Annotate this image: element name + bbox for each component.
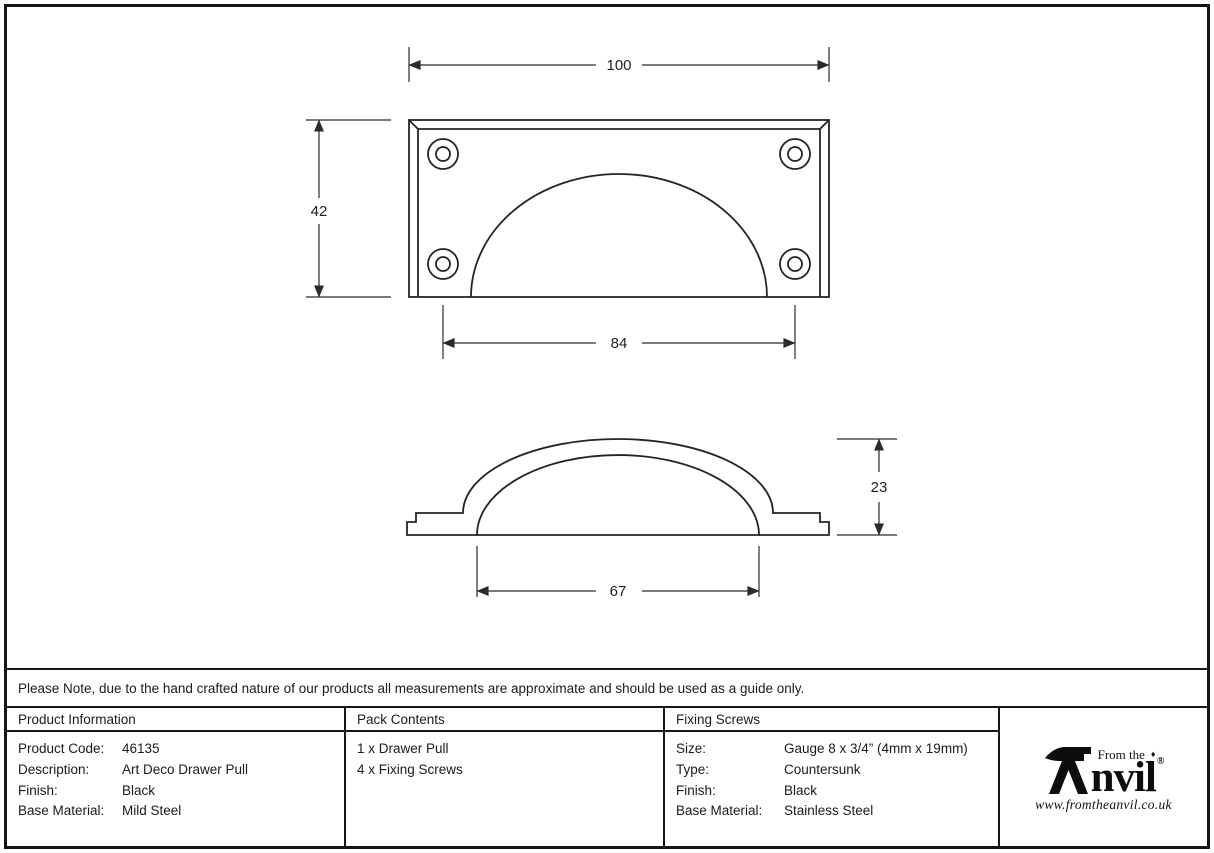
field-label: Type: [676, 761, 710, 777]
list-item: 4 x Fixing Screws [357, 761, 463, 777]
table-row: Size: Gauge 8 x 3/4” (4mm x 19mm) [676, 739, 998, 760]
field-label: Size: [676, 741, 707, 756]
field-label: Base Material: [676, 803, 763, 819]
diamond-icon: ♦ [1150, 749, 1156, 760]
note-text: Please Note, due to the hand crafted nat… [18, 680, 805, 696]
pack-contents-body: 1 x Drawer Pull 4 x Fixing Screws [346, 732, 663, 781]
field-label: Finish: [18, 782, 58, 798]
dim-label-cup-width: 67 [610, 583, 627, 600]
info-table: Product Information Product Code: 46135 … [7, 708, 1207, 846]
brand-column: From the ♦ nvil® www.fromtheanvil.co.uk [1000, 708, 1207, 846]
info-section: Please Note, due to the hand crafted nat… [7, 668, 1207, 846]
table-row: Finish: Black [18, 781, 344, 802]
dim-label-screw-spacing: 84 [611, 335, 628, 352]
dimension-projection: 23 [837, 438, 897, 536]
screw-holes [427, 138, 811, 280]
dimension-screw-spacing: 84 [442, 305, 796, 359]
field-value: Art Deco Drawer Pull [122, 761, 249, 777]
field-label: Description: [18, 761, 90, 777]
table-row: Base Material: Stainless Steel [676, 801, 998, 822]
product-information-body: Product Code: 46135 Description: Art Dec… [7, 732, 344, 822]
dimension-overall-height: 42 [306, 119, 391, 298]
fixing-screws-header: Fixing Screws [665, 708, 998, 732]
side-profile-outline [406, 438, 830, 536]
field-label: Product Code: [18, 741, 105, 756]
side-view-drawing [406, 438, 830, 536]
technical-drawing: 100 42 84 [306, 47, 897, 600]
spec-sheet-page: 100 42 84 [4, 4, 1210, 849]
logo-name-text: nvil [1090, 753, 1157, 801]
logo-from-the-text: From the [1097, 746, 1145, 762]
field-value: Mild Steel [122, 803, 182, 819]
dimension-overall-width: 100 [408, 47, 830, 82]
dim-label-projection: 23 [871, 479, 888, 496]
table-row: Product Code: 46135 [18, 739, 344, 760]
field-label: Finish: [676, 782, 716, 798]
field-value: Black [784, 782, 818, 798]
logo-text-block: From the ♦ nvil® [1091, 747, 1165, 799]
table-row: Description: Art Deco Drawer Pull [18, 760, 344, 781]
anvil-icon [1044, 747, 1091, 794]
fixing-screws-body: Size: Gauge 8 x 3/4” (4mm x 19mm) Type: … [665, 732, 998, 822]
field-label: Base Material: [18, 803, 105, 819]
front-view-drawing [408, 119, 830, 298]
field-value: 46135 [122, 741, 160, 756]
logo-name: nvil® [1091, 755, 1165, 799]
anvil-logo-wordmark: From the ♦ nvil® [1043, 741, 1165, 799]
pack-contents-header: Pack Contents [346, 708, 663, 732]
fixing-screws-column: Fixing Screws Size: Gauge 8 x 3/4” (4mm … [665, 708, 1000, 846]
product-information-column: Product Information Product Code: 46135 … [7, 708, 346, 846]
registered-trademark-icon: ® [1156, 755, 1165, 767]
list-item: 1 x Drawer Pull [357, 741, 449, 756]
table-row: Finish: Black [676, 781, 998, 802]
technical-drawing-area: 100 42 84 [7, 7, 1207, 668]
note-row: Please Note, due to the hand crafted nat… [7, 668, 1207, 708]
dim-label-overall-height: 42 [311, 203, 328, 220]
cup-arch-side [476, 454, 760, 536]
product-information-header: Product Information [7, 708, 344, 732]
table-row: Base Material: Mild Steel [18, 801, 344, 822]
dimension-cup-width: 67 [476, 546, 760, 600]
anvil-logo: From the ♦ nvil® www.fromtheanvil.co.uk [1035, 741, 1172, 813]
logo-website-url: www.fromtheanvil.co.uk [1035, 797, 1172, 812]
logo-tagline: From the ♦ [1091, 747, 1165, 763]
cup-arch-front [470, 173, 768, 298]
field-value: Gauge 8 x 3/4” (4mm x 19mm) [784, 741, 968, 756]
pack-contents-column: Pack Contents 1 x Drawer Pull 4 x Fixing… [346, 708, 665, 846]
field-value: Stainless Steel [784, 803, 874, 819]
dim-label-overall-width: 100 [606, 57, 631, 74]
table-row: Type: Countersunk [676, 760, 998, 781]
field-value: Black [122, 782, 156, 798]
field-value: Countersunk [784, 761, 861, 777]
